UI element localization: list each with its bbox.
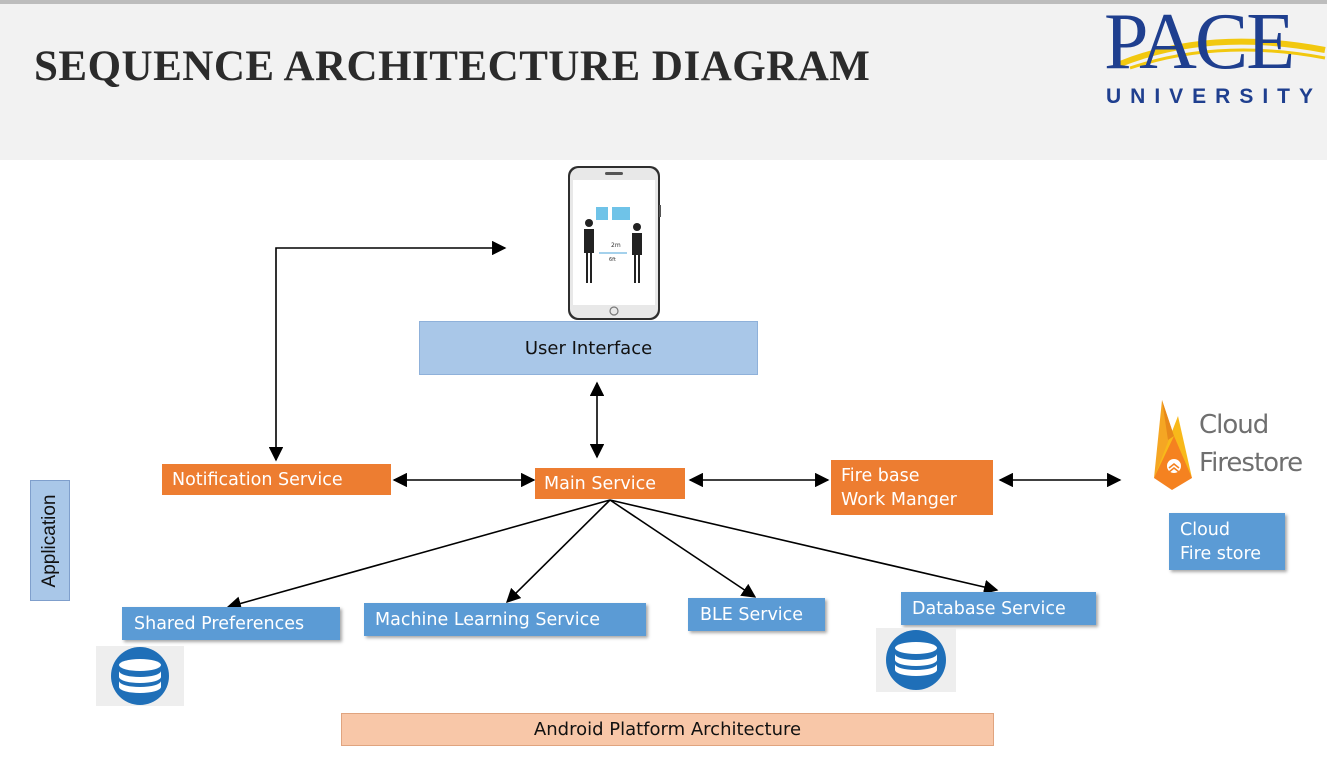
shared-preferences-box: Shared Preferences <box>122 607 340 640</box>
android-platform-box: Android Platform Architecture <box>341 713 994 746</box>
user-interface-box: User Interface <box>419 321 758 375</box>
cloud-firestore-line-1: Cloud <box>1180 519 1230 540</box>
top-border <box>0 0 1327 4</box>
page-title: SEQUENCE ARCHITECTURE DIAGRAM <box>34 43 871 90</box>
cloud-firestore-line-2: Fire store <box>1180 543 1262 564</box>
main-service-box: Main Service <box>535 468 685 499</box>
ble-service-box: BLE Service <box>688 598 825 631</box>
cloud-firestore-box: Cloud Fire store <box>1169 513 1285 570</box>
database-icon <box>96 646 184 706</box>
arrow-notification-to-phone <box>268 240 507 462</box>
cloud-firestore-logo-line-1: Cloud <box>1199 410 1269 440</box>
machine-learning-service-box: Machine Learning Service <box>364 603 646 636</box>
logo-subtitle: UNIVERSITY <box>1106 85 1323 108</box>
slide-header <box>0 4 1327 160</box>
phone-social-distancing-icon: 2m 6ft <box>568 166 661 320</box>
application-box: Application <box>30 480 70 601</box>
logo-swoosh-icon <box>1118 38 1326 70</box>
database-icon <box>876 628 956 692</box>
database-service-box: Database Service <box>901 592 1096 625</box>
firebase-flame-icon <box>1154 400 1192 490</box>
pace-university-logo: PACE UNIVERSITY <box>1100 2 1327 112</box>
firebase-work-manager-box: Fire base Work Manger <box>831 460 993 515</box>
firebase-line-2: Work Manger <box>841 489 957 510</box>
logo-word: PACE <box>1104 0 1295 86</box>
arrow-main-database <box>609 499 999 595</box>
svg-text:6ft: 6ft <box>609 257 616 263</box>
arrow-main-ble <box>609 499 757 598</box>
arrow-main-shared-preferences <box>226 499 611 611</box>
svg-text:2m: 2m <box>611 242 621 249</box>
firebase-line-1: Fire base <box>841 465 920 486</box>
notification-service-box: Notification Service <box>162 464 391 495</box>
arrow-main-machine-learning <box>505 499 611 604</box>
application-label: Application <box>39 494 60 587</box>
cloud-firestore-logo-line-2: Firestore <box>1199 448 1303 478</box>
